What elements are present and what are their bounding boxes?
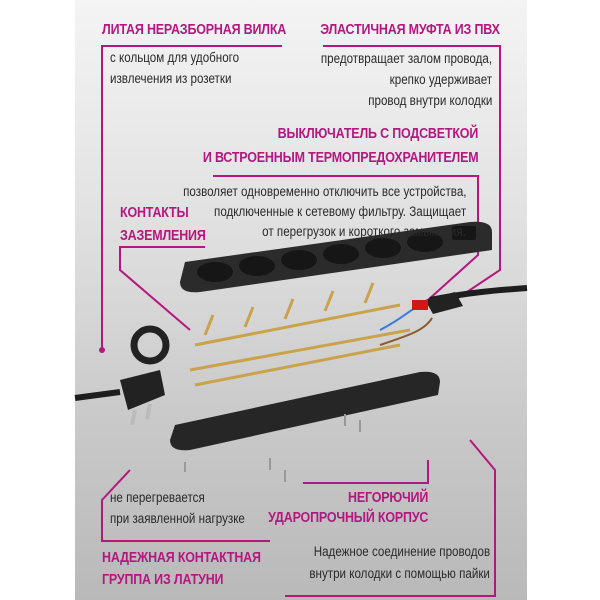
switch-icon (412, 300, 428, 310)
sleeve-desc-3: провод внутри колодки (367, 93, 492, 108)
plug-callout-line (101, 45, 282, 350)
solder-desc-1: Надежное соединение проводов (313, 544, 490, 559)
brass-desc-2: при заявленной нагрузке (110, 511, 245, 526)
sleeve-callout-line (323, 45, 501, 301)
plug-pointer-dot (99, 347, 105, 353)
plug-body (120, 370, 165, 410)
brass-strip (194, 303, 401, 347)
brass-title-1: НАДЕЖНАЯ КОНТАКТНАЯ (102, 550, 261, 566)
switch-desc-2: подключенные к сетевому фильтру. Защищае… (213, 204, 466, 219)
switch-slot (452, 226, 476, 240)
pvc-sleeve (425, 292, 463, 314)
brass-title-2: ГРУППА ИЗ ЛАТУНИ (102, 572, 224, 588)
plug-cable (74, 389, 121, 401)
ground-title-2: ЗАЗЕМЛЕНИЯ (120, 228, 206, 244)
sockets (197, 226, 476, 282)
housing-title-2: УДАРОПРОЧНЫЙ КОРПУС (267, 510, 428, 526)
ground-contact-clips (203, 282, 375, 336)
sleeve-desc-1: предотвращает залом провода, (320, 51, 492, 66)
switch-title-1: ВЫКЛЮЧАТЕЛЬ С ПОДСВЕТКОЙ (277, 126, 479, 142)
socket (281, 250, 317, 270)
housing-title-1: НЕГОРЮЧИЙ (347, 490, 428, 506)
solder-callout-line (285, 439, 496, 597)
housing-callout-line (303, 460, 429, 484)
brass-strip (189, 328, 411, 372)
wire-brown (379, 317, 433, 346)
plug-icon (74, 325, 170, 426)
brass-contacts (189, 282, 411, 387)
brass-desc-1: не перегревается (110, 490, 205, 505)
sleeve-title: ЭЛАСТИЧНАЯ МУФТА ИЗ ПВХ (320, 22, 500, 38)
plug-desc-2: извлечения из розетки (110, 71, 232, 86)
plug-pins (130, 403, 152, 426)
socket (323, 244, 359, 264)
brass-strip (194, 343, 401, 387)
socket (365, 238, 401, 258)
plug-ring (130, 325, 170, 365)
socket (197, 262, 233, 282)
socket (239, 256, 275, 276)
plug-desc-1: с кольцом для удобного (110, 50, 240, 65)
callout-lines (101, 45, 501, 597)
top-cover (180, 221, 492, 293)
switch-callout-line (213, 175, 479, 301)
sleeve-desc-2: крепко удерживает (389, 72, 492, 87)
screws (184, 414, 361, 482)
ground-title-1: КОНТАКТЫ (120, 205, 189, 221)
ground-callout-line (119, 246, 205, 331)
switch-desc-3: от перегрузок и короткого замыкания. (262, 224, 466, 239)
switch-title-2: И ВСТРОЕННЫМ ТЕРМОПРЕДОХРАНИТЕЛЕМ (202, 150, 478, 166)
switch-desc-1: позволяет одновременно отключить все уст… (182, 184, 466, 199)
plug-title: ЛИТАЯ НЕРАЗБОРНАЯ ВИЛКА (102, 22, 287, 38)
solder-desc-2: внутри колодки с помощью пайки (309, 566, 490, 581)
screw (184, 414, 361, 482)
bottom-housing (170, 371, 440, 451)
brass-callout-line (101, 469, 270, 542)
socket (407, 232, 443, 252)
